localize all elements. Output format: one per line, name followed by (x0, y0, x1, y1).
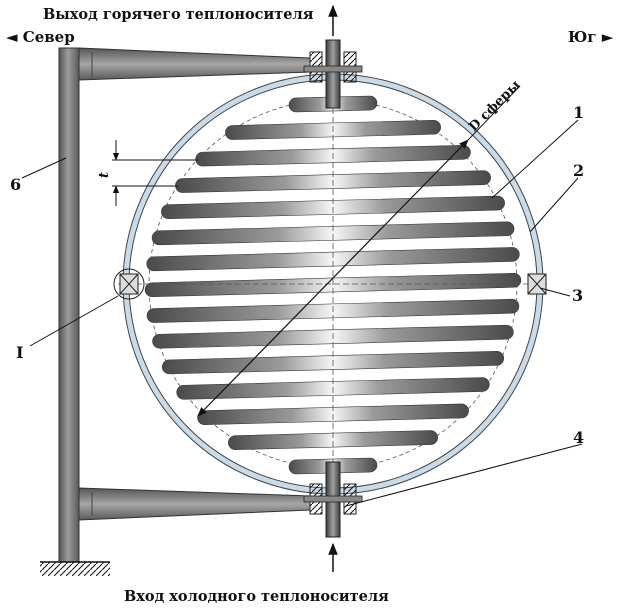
top-title: Выход горячего теплоносителя (43, 6, 314, 23)
outlet-nozzle (303, 39, 363, 109)
callout-4: 4 (573, 428, 584, 447)
leader-2 (529, 177, 579, 233)
bottom-title: Вход холодного теплоносителя (124, 588, 389, 605)
diameter-leader (467, 85, 521, 141)
leader-4 (345, 443, 583, 507)
direction-south: Юг ► (568, 28, 614, 46)
pitch-dimension (112, 140, 198, 206)
support-arm-top (78, 47, 311, 81)
support-arm-bottom (78, 487, 311, 521)
callout-detail: I (16, 343, 23, 362)
support-post (40, 47, 110, 576)
seal-right (527, 273, 547, 295)
leader-6 (21, 157, 67, 179)
callout-1: 1 (573, 103, 584, 122)
diameter-dimension (197, 139, 469, 417)
direction-north: ◄ Север (6, 28, 75, 46)
callout-3: 3 (572, 286, 583, 305)
leader-detail (29, 295, 119, 347)
seal-left (113, 268, 145, 300)
leader-1 (491, 119, 579, 199)
callout-6: 6 (10, 175, 21, 194)
callout-2: 2 (573, 161, 584, 180)
diameter-label: D сферы (466, 78, 523, 135)
pitch-label: t (97, 172, 112, 178)
inlet-nozzle (303, 461, 363, 538)
leader-3 (539, 287, 571, 297)
